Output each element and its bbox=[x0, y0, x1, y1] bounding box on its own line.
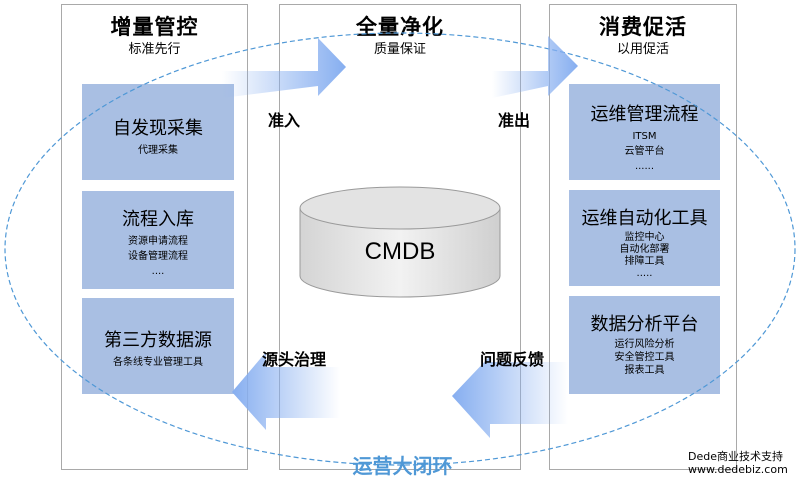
admission-label: 准入 bbox=[268, 111, 301, 130]
source-governance-label: 源头治理 bbox=[262, 350, 327, 369]
arrow-left-feedback bbox=[452, 356, 568, 438]
box-item: ..... bbox=[636, 268, 653, 279]
arrow-right-admission bbox=[222, 38, 346, 98]
box-title: 数据分析平台 bbox=[590, 314, 699, 335]
box-third-party-source: 第三方数据源 各条线专业管理工具 bbox=[82, 298, 234, 394]
loop-label: 运营大闭环 bbox=[352, 454, 453, 478]
cmdb-label: CMDB bbox=[364, 238, 436, 265]
box-item: 安全管控工具 bbox=[614, 352, 675, 363]
arrow-right-exit bbox=[492, 36, 578, 98]
box-title: 第三方数据源 bbox=[104, 330, 212, 351]
column-title: 消费促活 bbox=[599, 15, 687, 39]
box-item: 资源申请流程 bbox=[128, 236, 188, 247]
box-item: 代理采集 bbox=[138, 145, 178, 156]
box-item: ...... bbox=[634, 161, 655, 172]
box-item: 设备管理流程 bbox=[128, 251, 188, 262]
box-item: 各条线专业管理工具 bbox=[113, 357, 203, 368]
column-subtitle: 以用促活 bbox=[616, 42, 669, 57]
box-title: 运维管理流程 bbox=[590, 104, 699, 125]
box-ops-automation: 运维自动化工具 监控中心 自动化部署 排障工具 ..... bbox=[569, 190, 720, 286]
column-subtitle: 标准先行 bbox=[128, 42, 181, 57]
box-item: 云管平台 bbox=[624, 146, 665, 157]
exit-label: 准出 bbox=[498, 111, 531, 130]
box-item: 报表工具 bbox=[624, 365, 665, 376]
box-ops-process: 运维管理流程 ITSM 云管平台 ...... bbox=[569, 84, 720, 180]
box-process-intake: 流程入库 资源申请流程 设备管理流程 .... bbox=[82, 191, 234, 289]
box-item: .... bbox=[151, 266, 165, 277]
column-title: 增量管控 bbox=[110, 15, 199, 39]
box-title: 流程入库 bbox=[122, 209, 194, 230]
footer-url: www.dedebiz.com bbox=[688, 463, 788, 476]
arrow-left-source bbox=[232, 352, 340, 430]
box-item: ITSM bbox=[632, 131, 657, 142]
loop-ellipse bbox=[4, 32, 796, 466]
box-title: 自发现采集 bbox=[113, 118, 203, 139]
box-data-analysis: 数据分析平台 运行风险分析 安全管控工具 报表工具 bbox=[569, 296, 720, 394]
column-title: 全量净化 bbox=[356, 15, 444, 39]
box-item: 运行风险分析 bbox=[614, 339, 675, 350]
box-title: 运维自动化工具 bbox=[581, 208, 708, 229]
box-item: 自动化部署 bbox=[619, 244, 670, 255]
issue-feedback-label: 问题反馈 bbox=[480, 350, 545, 369]
cmdb-cylinder bbox=[299, 186, 501, 298]
box-auto-discovery: 自发现采集 代理采集 bbox=[82, 84, 234, 180]
box-item: 排障工具 bbox=[624, 256, 665, 267]
box-item: 监控中心 bbox=[624, 232, 665, 243]
footer-support: Dede商业技术支持 bbox=[688, 450, 783, 463]
column-subtitle: 质量保证 bbox=[373, 42, 426, 57]
